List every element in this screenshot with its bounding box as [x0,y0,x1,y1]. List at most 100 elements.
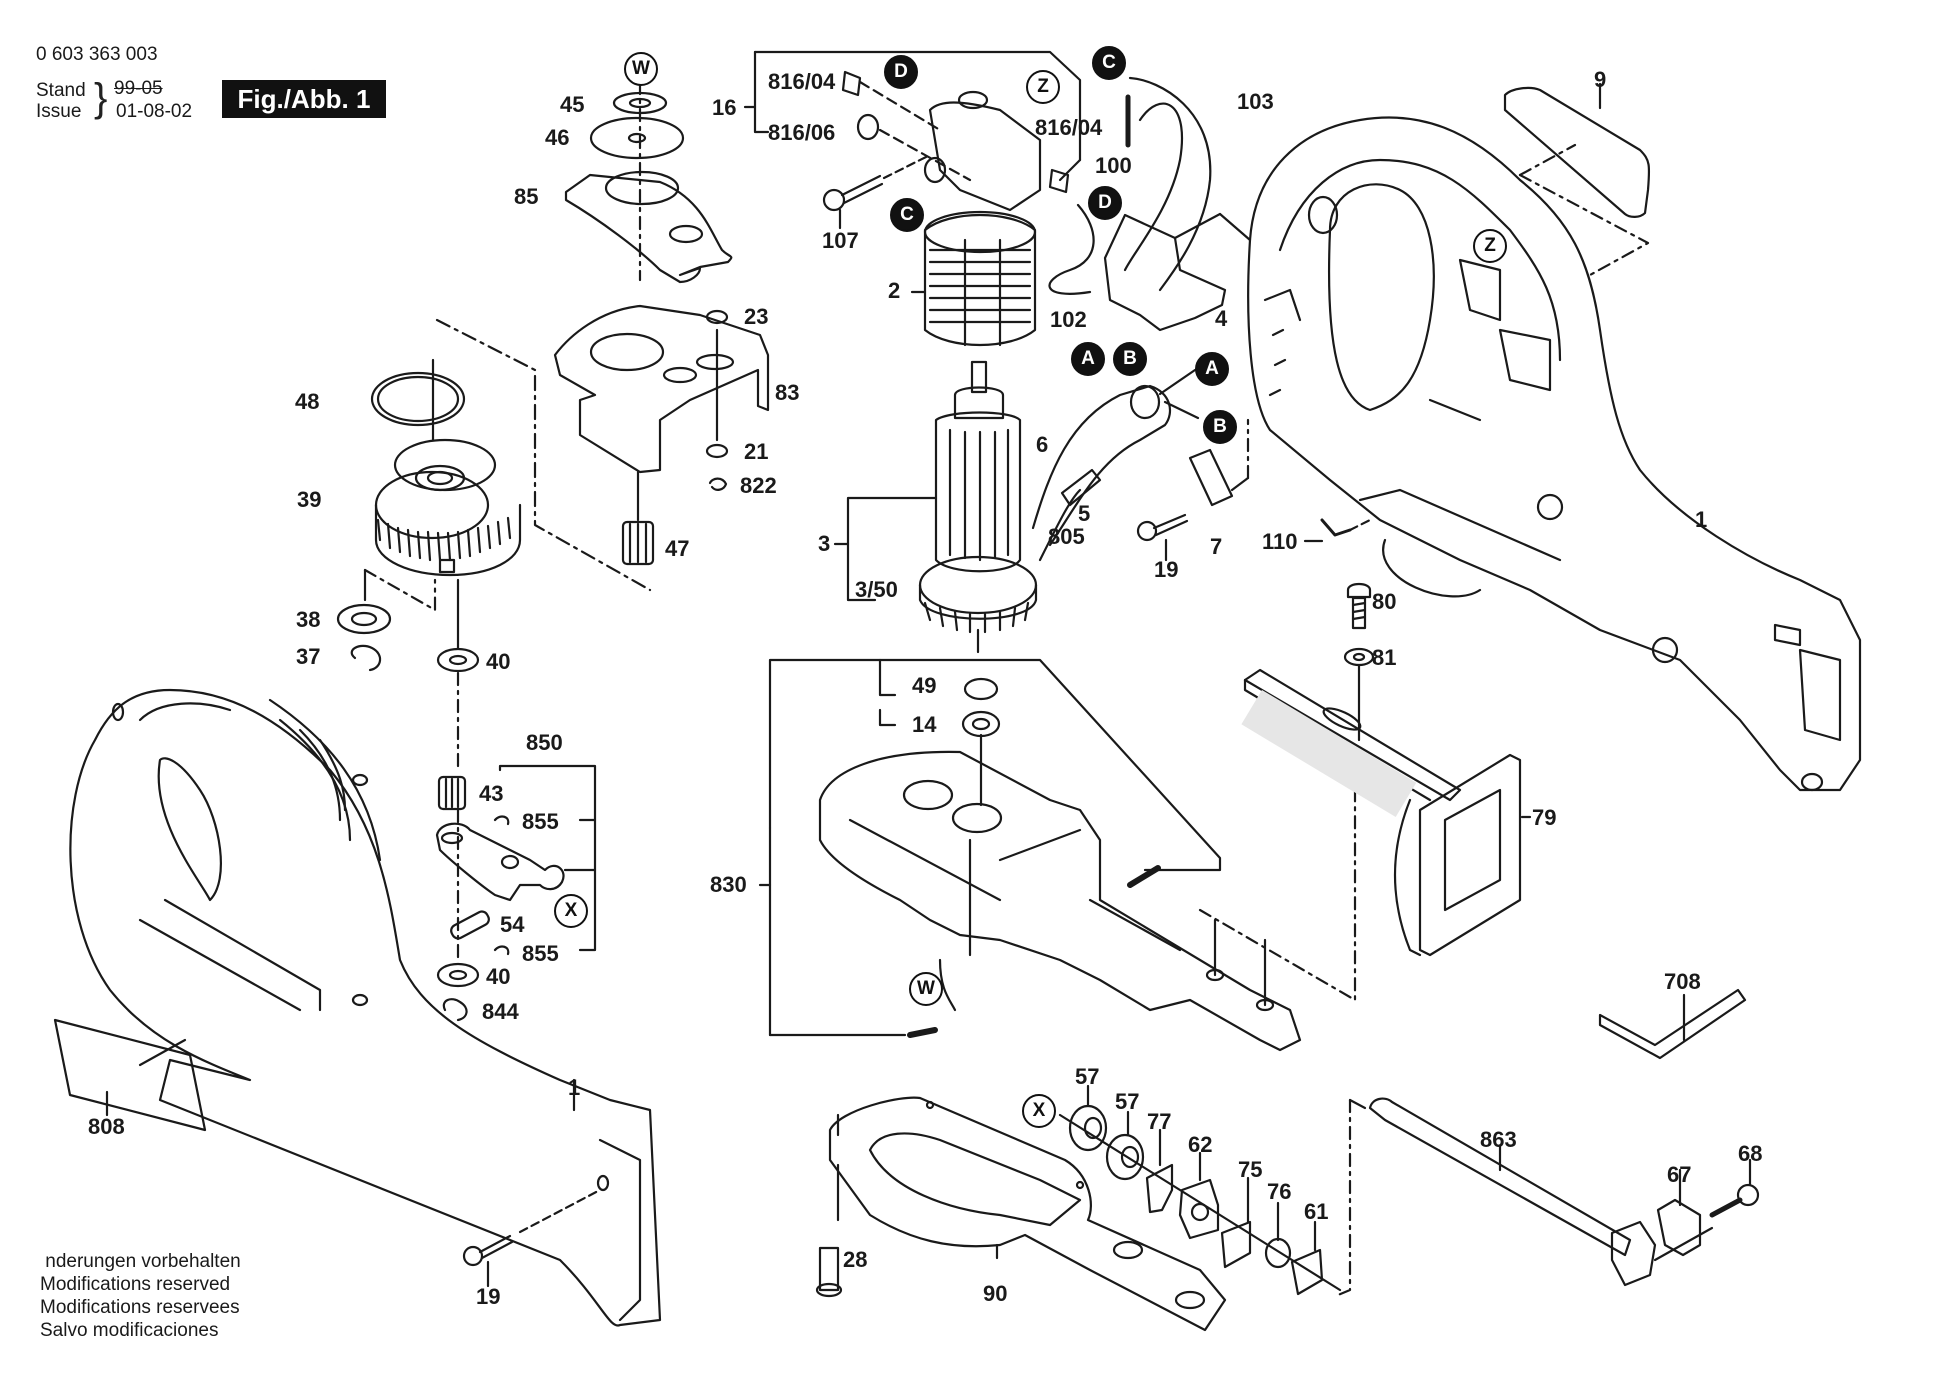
marker-b-switch: B [1113,342,1147,376]
callout-9: 9 [1594,67,1607,92]
part-83-bracket [553,304,770,474]
marker-z-top: Z [1026,70,1060,104]
callout-43: 43 [479,781,504,806]
part-850-connecting-rod [435,822,565,902]
callout-77: 77 [1147,1109,1172,1134]
callout-48: 48 [295,389,320,414]
part-107-screw [822,188,846,212]
footer-line-german: nderungen vorbehalten [40,1251,241,1272]
callout-40-top: 40 [486,649,511,674]
callout-102: 102 [1050,307,1087,332]
callout-863: 863 [1480,1127,1517,1152]
callout-19-left: 19 [476,1284,501,1309]
issue-date: 01-08-02 [116,101,193,122]
callout-85: 85 [514,184,539,209]
callout-855-bottom: 855 [522,941,559,966]
callout-816-04-top: 816/04 [768,69,836,94]
marker-d-mid: D [1088,186,1122,220]
part-23-washer [705,309,729,325]
callout-49: 49 [912,673,937,698]
callout-16: 16 [712,95,737,120]
part-67-clamp [1656,1198,1702,1257]
part-9-label-plate [1503,86,1651,218]
part-21-washer [705,443,729,459]
marker-w-top: W [624,52,658,86]
part-57-roller-b [1105,1133,1145,1181]
stand-label: Stand [36,80,86,101]
callout-76: 76 [1267,1179,1292,1204]
callout-46: 46 [545,125,570,150]
callout-75: 75 [1238,1157,1263,1182]
marker-b-cable: B [1203,410,1237,444]
callout-28: 28 [843,1247,868,1272]
callout-19-mid: 19 [1154,557,1179,582]
brace-symbol: } [94,76,108,120]
callout-61: 61 [1304,1199,1329,1224]
part-54-pin [450,910,490,940]
callout-39: 39 [297,487,322,512]
group-3-bracket [846,496,938,602]
callout-38: 38 [296,607,321,632]
footer-line-english: Modifications reserved [40,1274,231,1295]
part-47-bearing [621,520,655,566]
callout-110: 110 [1262,529,1298,554]
part-79-saw-shoe [1241,668,1522,957]
part-708-hex-key [1598,988,1747,1060]
callout-79: 79 [1532,805,1557,830]
callout-45: 45 [560,92,585,117]
part-46-disc [589,116,685,160]
callout-90: 90 [983,1281,1008,1306]
callout-21: 21 [744,439,769,464]
part-14-bearing [961,710,1001,738]
footer-line-french: Modifications reservees [40,1297,240,1318]
callout-80: 80 [1372,589,1397,614]
part-103-cable [1128,76,1212,292]
marker-x-bottom: X [554,894,588,928]
part-7-cable-clamp [1188,448,1234,507]
marker-z-right: Z [1473,229,1507,263]
part-19-screw-left [462,1188,602,1288]
right-housing-shell [1247,116,1862,792]
part-38-washer [336,603,392,635]
part-37-circlip [350,644,382,672]
footer-line-spanish: Salvo modificaciones [40,1320,219,1341]
marker-a-switch: A [1071,342,1105,376]
part-77-plate [1145,1163,1174,1214]
part-16-brush-holder [928,101,1042,212]
part-48-o-ring [370,371,466,427]
part-100-cable [1123,102,1183,272]
part-40-washer-top [436,647,480,673]
part-822-clip [708,477,728,491]
callout-23: 23 [744,304,769,329]
marker-a-cable: A [1195,352,1229,386]
part-2-field-coil [923,210,1037,347]
callout-816-04-right: 816/04 [1035,115,1103,140]
marker-d-top: D [884,55,918,89]
part-808-plate [53,1018,207,1132]
callout-805: 805 [1048,524,1085,549]
callout-57-a: 57 [1075,1064,1100,1089]
part-39-gear [374,438,522,577]
part-49-circlip [963,677,999,701]
callout-62: 62 [1188,1132,1213,1157]
part-102-cable [1048,203,1095,295]
callout-844: 844 [482,999,519,1024]
marker-x-left: X [1022,1094,1056,1128]
marker-w-bottom: W [909,972,943,1006]
figure-label: Fig./Abb. 1 [222,80,386,118]
footer-notice: nderungen vorbehalten Modifications rese… [40,1250,241,1342]
part-80-screw [1346,582,1372,599]
part-number: 0 603 363 003 [36,44,158,65]
part-844-circlip [442,998,468,1022]
callout-83: 83 [775,380,800,405]
callout-808: 808 [88,1114,125,1139]
part-45-washer [612,91,668,115]
part-68-screw [1709,1197,1743,1218]
part-61-plate [1290,1248,1324,1296]
callout-1-right: 1 [1695,507,1708,532]
callout-850: 850 [526,730,563,755]
callout-2: 2 [888,278,901,303]
callout-107: 107 [822,228,859,253]
marker-c-top: C [1092,46,1126,80]
